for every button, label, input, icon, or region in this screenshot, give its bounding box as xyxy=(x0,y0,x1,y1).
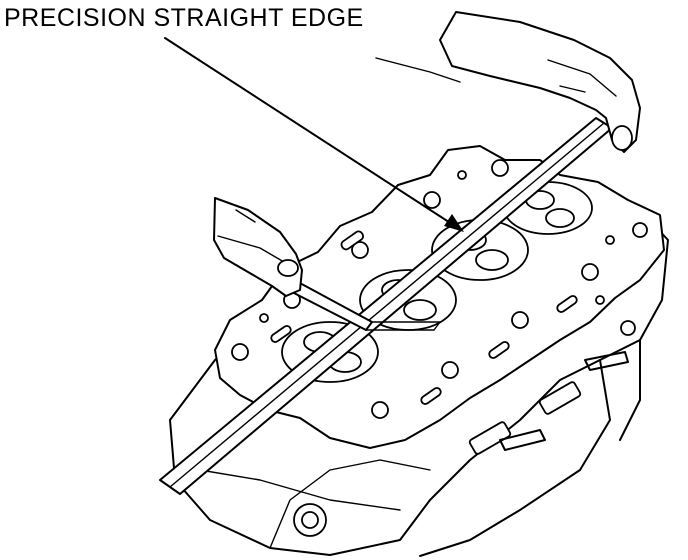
right-hand xyxy=(375,11,641,153)
callout-label: PRECISION STRAIGHT EDGE xyxy=(4,4,364,32)
left-hand xyxy=(213,197,303,297)
exhaust-side-features xyxy=(293,320,636,537)
leader-arrowhead xyxy=(444,214,464,232)
callout-leader xyxy=(164,37,464,232)
